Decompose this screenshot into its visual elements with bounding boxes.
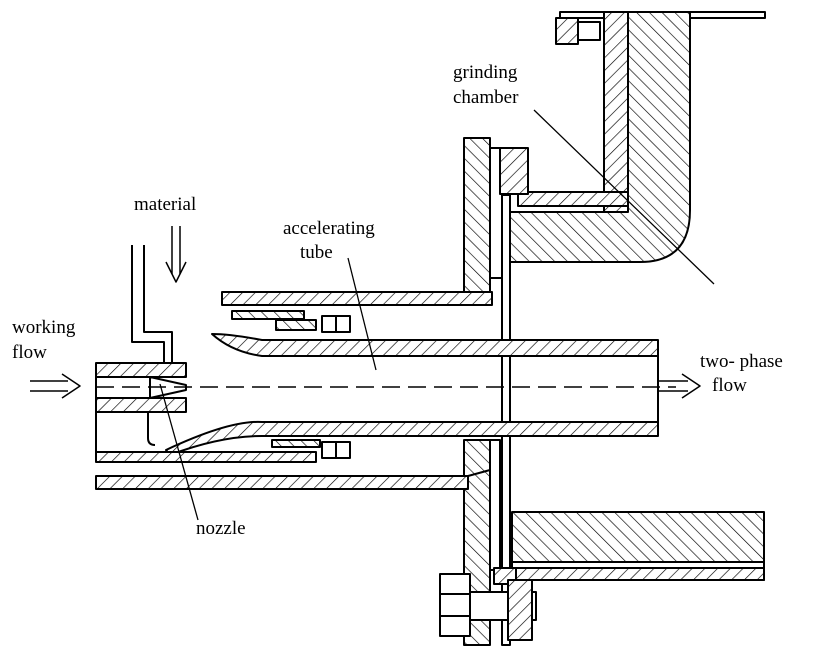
grinding-chamber-label-line2: chamber <box>453 87 519 108</box>
two-phase-flow-label-line1: two- phase <box>700 351 783 372</box>
working-flow-arrow <box>30 373 81 399</box>
accelerating-tube-label-line2: tube <box>300 242 333 263</box>
nozzle-body <box>95 362 187 452</box>
material-label: material <box>134 194 196 215</box>
accelerating-tube-label-line1: accelerating <box>283 218 375 239</box>
nozzle-label: nozzle <box>196 518 246 539</box>
two-phase-flow-arrow <box>658 373 701 399</box>
material-feed-pipe <box>131 245 173 363</box>
material-inlet-arrow <box>165 226 187 283</box>
grinding-chamber-label-line1: grinding <box>453 62 518 83</box>
working-flow-label-line1: working <box>12 317 76 338</box>
lower-chamber-wall <box>511 511 765 581</box>
flange-bolt <box>439 567 537 641</box>
working-flow-label-line2: flow <box>12 342 47 363</box>
accelerating-tube-body <box>95 310 659 463</box>
two-phase-flow-label-line2: flow <box>712 375 747 396</box>
grinding-chamber-housing <box>509 11 766 263</box>
leader-lines <box>159 109 715 521</box>
